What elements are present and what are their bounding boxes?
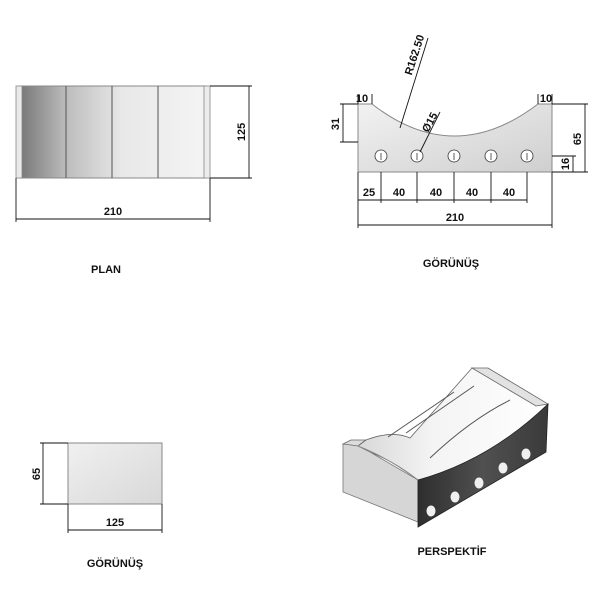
plan-view: 210 125 PLAN bbox=[15, 85, 252, 276]
side-view-caption: GÖRÜNÜŞ bbox=[87, 557, 143, 570]
front-total-height-dim: 65 bbox=[572, 133, 584, 145]
perspective-front-face bbox=[417, 403, 549, 528]
front-spacing-dim: 40 bbox=[430, 187, 442, 199]
perspective-hole bbox=[498, 462, 508, 474]
front-hole bbox=[520, 149, 534, 163]
perspective-segment-line bbox=[387, 391, 455, 438]
perspective-hole bbox=[521, 448, 531, 460]
plan-width-dim: 210 bbox=[104, 206, 122, 218]
perspective-view: PERSPEKTİF bbox=[341, 367, 550, 558]
front-total-width-dim: 210 bbox=[446, 212, 464, 224]
front-hole bbox=[374, 149, 388, 163]
side-width-dim: 125 bbox=[106, 517, 124, 529]
front-hole bbox=[447, 149, 461, 163]
front-hole-dim: Ø15 bbox=[420, 111, 440, 135]
front-hole bbox=[484, 149, 498, 163]
perspective-hole bbox=[450, 491, 460, 503]
front-spacing-dim: 40 bbox=[466, 187, 478, 199]
side-view: 65 125 GÖRÜNÜŞ bbox=[31, 442, 163, 570]
side-height-dim: 65 bbox=[31, 468, 43, 480]
front-hole-height-dim: 16 bbox=[560, 158, 572, 170]
plan-right-strip bbox=[203, 85, 211, 179]
front-body bbox=[357, 103, 553, 173]
front-side-height-dim: 31 bbox=[330, 118, 342, 130]
front-spacing-dim: 25 bbox=[363, 187, 375, 199]
front-spacing-dim: 40 bbox=[503, 187, 515, 199]
plan-left-strip bbox=[15, 85, 23, 179]
plan-caption: PLAN bbox=[91, 264, 121, 276]
plan-body bbox=[19, 85, 207, 179]
front-left-edge-dim: 10 bbox=[356, 93, 368, 105]
front-view: R162.50 Ø15 10 10 31 65 16 25 40 bbox=[330, 33, 588, 270]
front-view-caption: GÖRÜNÜŞ bbox=[423, 257, 479, 270]
side-body bbox=[67, 442, 163, 505]
perspective-hole bbox=[426, 505, 436, 517]
perspective-caption: PERSPEKTİF bbox=[417, 545, 486, 558]
front-hole bbox=[410, 149, 424, 163]
front-spacing-dim: 40 bbox=[393, 187, 405, 199]
plan-height-dim: 125 bbox=[236, 123, 248, 141]
perspective-hole bbox=[474, 477, 484, 489]
front-radius-dim: R162.50 bbox=[403, 33, 427, 76]
front-right-edge-dim: 10 bbox=[540, 93, 552, 105]
perspective-segment-line bbox=[405, 385, 475, 434]
